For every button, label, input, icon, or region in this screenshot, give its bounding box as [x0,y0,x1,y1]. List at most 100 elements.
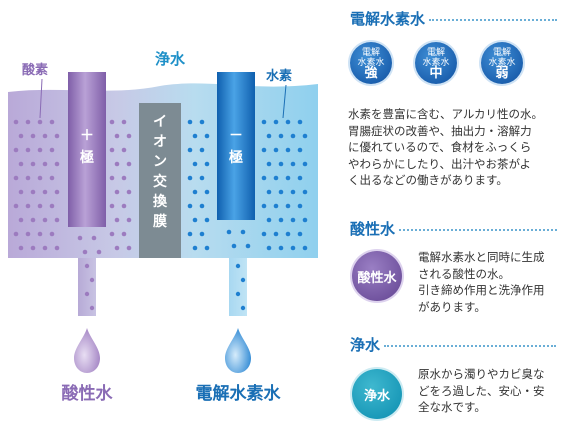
acid-outlet-tube [78,258,96,316]
bubble-dot [273,147,279,153]
alkaline-outlet-tube [229,258,247,316]
bubble-dot [42,161,48,167]
bubble-dot [199,231,205,237]
bubble-dot [126,161,132,167]
bubble-dot [204,161,210,167]
bubble-dot [13,203,19,209]
bubble-dot [285,231,291,237]
bubble-dot [285,147,291,153]
bubble-dot [18,133,24,139]
bubble-dot [13,175,19,181]
ion-exchange-membrane [139,103,181,258]
hydrogen-label: 水素 [266,68,292,84]
bubble-dot [261,231,267,237]
bubble-dot [273,175,279,181]
plus-electrode [68,72,106,227]
bubble-dot [37,203,43,209]
bubble-dot [273,119,279,125]
bubble-dot [187,231,193,237]
bubble-dot [192,189,198,195]
bubble-dot [266,161,272,167]
alkaline-water-drop [225,328,251,373]
bubble-dot [30,133,36,139]
bubble-dot [204,189,210,195]
bubble-dot [245,243,251,249]
bubble-dot [77,235,83,241]
bubble-dot [126,245,132,251]
bubble-dot [240,229,246,235]
bubble-dot [54,189,60,195]
bubble-dot [204,245,210,251]
bubble-dot [18,189,24,195]
bubble-dot [266,133,272,139]
bubble-dot [18,217,24,223]
bubble-dot [37,119,43,125]
bubble-dot [297,147,303,153]
oxygen-label: 酸素 [22,62,48,78]
bubble-dot [187,175,193,181]
bubble-dot [204,133,210,139]
bubble-dot [13,147,19,153]
bubble-dot [121,119,127,125]
section-title-electrolyzed-hydrogen-water: 電解水素水 [350,8,558,29]
bubble-dot [30,189,36,195]
bubble-dot [42,189,48,195]
bubble-dot [235,263,241,269]
bubble-dot [240,277,246,283]
bubble-dot [13,231,19,237]
bubble-dot [278,245,284,251]
bubble-dot [235,291,241,297]
bubble-dot [199,119,205,125]
bubble-dot [96,249,102,255]
bubble-dot [199,175,205,181]
bubble-dot [278,161,284,167]
bubble-dot [84,263,90,269]
bubble-dot [273,231,279,237]
bubble-dot [109,119,115,125]
bubble-dot [30,217,36,223]
bubble-dot [261,119,267,125]
bubble-dot [49,119,55,125]
bubble-dot [290,217,296,223]
bubble-dot [49,175,55,181]
bubble-dot [302,217,308,223]
bubble-dot [285,203,291,209]
bubble-dot [278,217,284,223]
hydrogen-pointer [282,84,287,119]
bubble-dot [226,229,232,235]
bubble-dot [54,133,60,139]
minus-electrode [217,72,255,220]
bubble-dot [261,203,267,209]
oxygen-pointer [39,78,43,119]
purified-water-badge: 浄水 [352,369,402,419]
bubble-dot [25,119,31,125]
purified-water-label: 浄水 [155,50,186,68]
bubble-dot [49,203,55,209]
bubble-dot [302,133,308,139]
bubble-dot [121,147,127,153]
bubble-dot [84,291,90,297]
bubble-dot [187,119,193,125]
bubble-dot [285,175,291,181]
bubble-dot [54,245,60,251]
bubble-dot [199,147,205,153]
hydrogen-bubbles [187,119,308,311]
bubble-dot [278,189,284,195]
bubble-dot [114,217,120,223]
bubble-dot [126,217,132,223]
bubble-dot [302,245,308,251]
bubble-dot [192,133,198,139]
minus-electrode-label: －極 [229,128,243,166]
bubble-dot [266,189,272,195]
bubble-dot [25,203,31,209]
bubble-dot [37,175,43,181]
bubble-dot [42,245,48,251]
bubble-dot [89,305,95,311]
bubble-dot [290,161,296,167]
bubble-dot [231,243,237,249]
bubble-dot [18,161,24,167]
bubble-dot [273,203,279,209]
bubble-dot [240,305,246,311]
bubble-dot [37,147,43,153]
bubble-dot [89,277,95,283]
